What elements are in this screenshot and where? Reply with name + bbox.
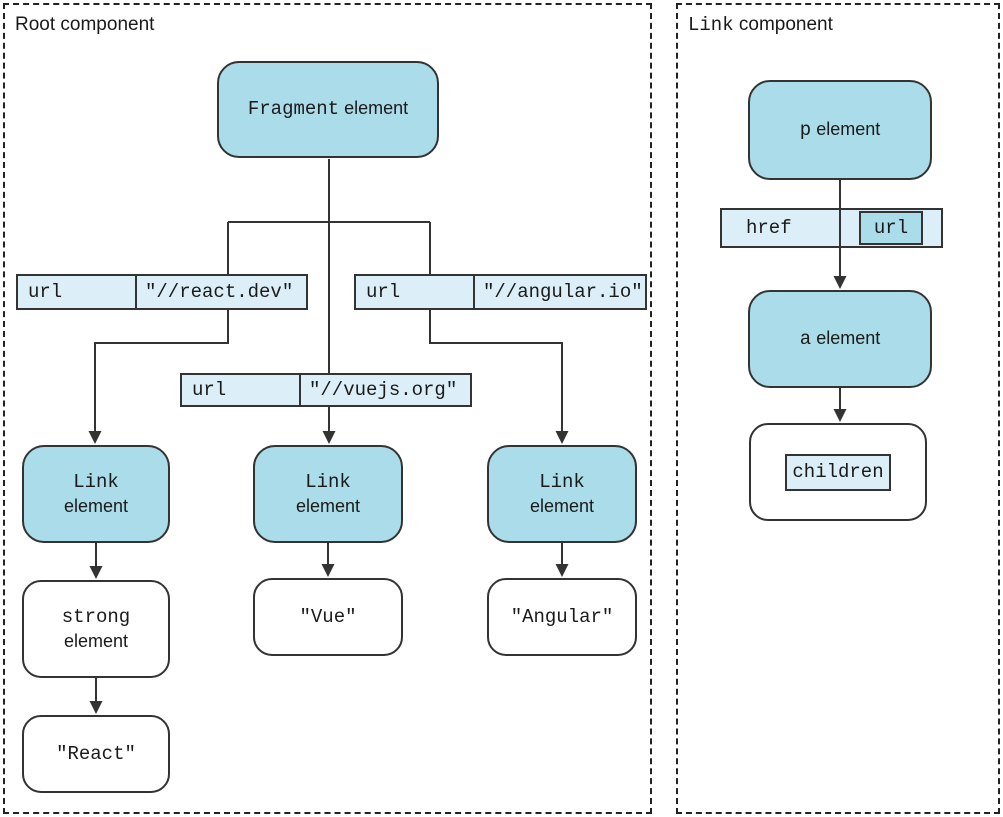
strong-element-node: strong element	[22, 580, 170, 678]
link-panel-title-code: Link	[688, 14, 734, 36]
prop-value-cell: url	[841, 210, 941, 246]
children-chip-label: children	[792, 460, 884, 483]
root-panel-title: Root component	[15, 14, 154, 36]
prop-href: href url	[720, 208, 943, 248]
root-component-panel: Root component Fragment element url "//r…	[3, 3, 652, 814]
text-node-angular: "Angular"	[487, 578, 637, 656]
arrowhead	[833, 409, 847, 422]
link-element-node-1: Link element	[22, 445, 170, 543]
text-node-label: "Vue"	[299, 605, 357, 628]
strong-code: strong	[61, 605, 131, 628]
arrowhead	[555, 431, 569, 444]
p-suffix: element	[816, 118, 881, 139]
a-element-node: a element	[748, 290, 932, 388]
url-chip-label: url	[873, 217, 909, 239]
a-suffix: element	[816, 327, 881, 348]
prop-key: url	[356, 276, 475, 308]
prop-value: "//angular.io"	[483, 281, 643, 303]
link-element-node-2: Link element	[253, 445, 403, 543]
link-code: Link	[539, 470, 585, 493]
a-element-label: a element	[800, 327, 880, 352]
link-code: Link	[305, 470, 351, 493]
arrowhead	[321, 564, 335, 577]
prop-url-angular: url "//angular.io"	[354, 274, 647, 310]
link-panel-title: Link component	[688, 14, 833, 36]
prop-key: url	[18, 276, 137, 308]
arrowhead	[322, 431, 336, 444]
prop-url-vue: url "//vuejs.org"	[180, 373, 472, 407]
arrowhead	[833, 276, 847, 289]
text-node-label: "React"	[56, 742, 136, 765]
fragment-suffix: element	[344, 98, 409, 119]
children-node: children	[749, 423, 927, 521]
fragment-code: Fragment	[247, 98, 340, 121]
a-code: a	[799, 327, 812, 350]
p-code: p	[799, 118, 812, 141]
arrowhead	[89, 566, 103, 579]
arrowhead	[555, 564, 569, 577]
link-suffix: element	[529, 495, 595, 516]
prop-key: url	[182, 375, 301, 405]
root-panel-title-text: Root component	[15, 14, 155, 35]
prop-value: "//vuejs.org"	[309, 379, 458, 401]
link-element-node-3: Link element	[487, 445, 637, 543]
fragment-element-node: Fragment element	[217, 61, 439, 158]
strong-suffix: element	[63, 630, 129, 651]
url-value-chip: url	[859, 211, 923, 245]
prop-key: href	[722, 210, 841, 246]
prop-url-react: url "//react.dev"	[16, 274, 308, 310]
link-suffix: element	[63, 495, 129, 516]
text-node-vue: "Vue"	[253, 578, 403, 656]
text-node-react: "React"	[22, 715, 170, 793]
link-code: Link	[73, 470, 119, 493]
children-chip: children	[785, 453, 891, 491]
p-element-node: p element	[748, 80, 932, 180]
arrowhead	[88, 431, 102, 444]
arrowhead	[89, 701, 103, 714]
p-element-label: p element	[800, 118, 880, 143]
link-panel-title-suffix: component	[738, 14, 833, 35]
link-suffix: element	[295, 495, 361, 516]
link-component-panel: Link component p element href url a elem…	[676, 3, 1000, 814]
prop-value: "//react.dev"	[145, 281, 294, 303]
fragment-element-label: Fragment element	[248, 97, 408, 122]
text-node-label: "Angular"	[510, 605, 614, 628]
